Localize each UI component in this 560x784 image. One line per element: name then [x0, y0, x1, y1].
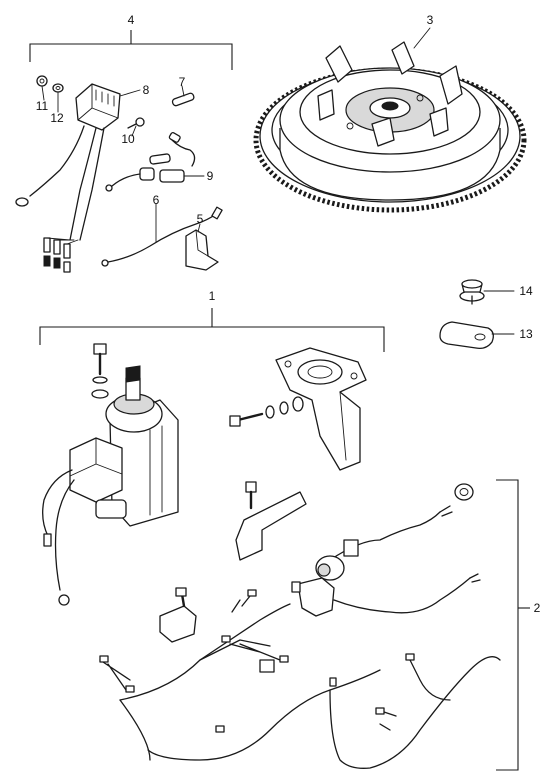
callout-5: 5 — [197, 212, 204, 226]
plate-13 — [439, 321, 494, 350]
bolt-starter — [91, 343, 109, 399]
callout-1: 1 — [209, 289, 216, 303]
main-harness — [99, 589, 501, 769]
harness-connector — [159, 587, 275, 673]
nut-11 — [36, 75, 48, 87]
flywheel — [253, 41, 527, 213]
callout-2: 2 — [534, 601, 541, 615]
bolt-14 — [459, 279, 485, 305]
callout-13: 13 — [519, 327, 533, 341]
starter-bracket — [275, 347, 367, 471]
washer-grommet — [454, 483, 474, 501]
cable-6 — [101, 206, 223, 267]
callout-9: 9 — [207, 169, 214, 183]
callout-4: 4 — [128, 13, 135, 27]
rectifier-regulator — [15, 83, 121, 273]
callout-12: 12 — [50, 111, 64, 125]
fuse-holder-9 — [105, 131, 196, 192]
pulser-bracket — [235, 481, 307, 561]
washer-12 — [52, 83, 64, 93]
clamp-5 — [185, 229, 219, 271]
callout-3: 3 — [427, 13, 434, 27]
starter-motor — [42, 365, 179, 606]
pulser-coil — [315, 505, 453, 581]
fuse-7 — [171, 92, 195, 107]
callout-8: 8 — [143, 83, 150, 97]
group-bracket-2 — [496, 479, 530, 771]
callout-7: 7 — [179, 75, 186, 89]
sensor — [291, 573, 481, 617]
group-bracket-4 — [29, 30, 233, 70]
bolt-bracket — [229, 396, 304, 427]
callout-6: 6 — [153, 193, 160, 207]
leader-lines — [41, 27, 515, 335]
group-bracket-1 — [39, 308, 385, 352]
callout-10: 10 — [121, 132, 135, 146]
screw-10 — [127, 117, 145, 129]
callout-14: 14 — [519, 284, 533, 298]
callout-11: 11 — [36, 99, 49, 113]
